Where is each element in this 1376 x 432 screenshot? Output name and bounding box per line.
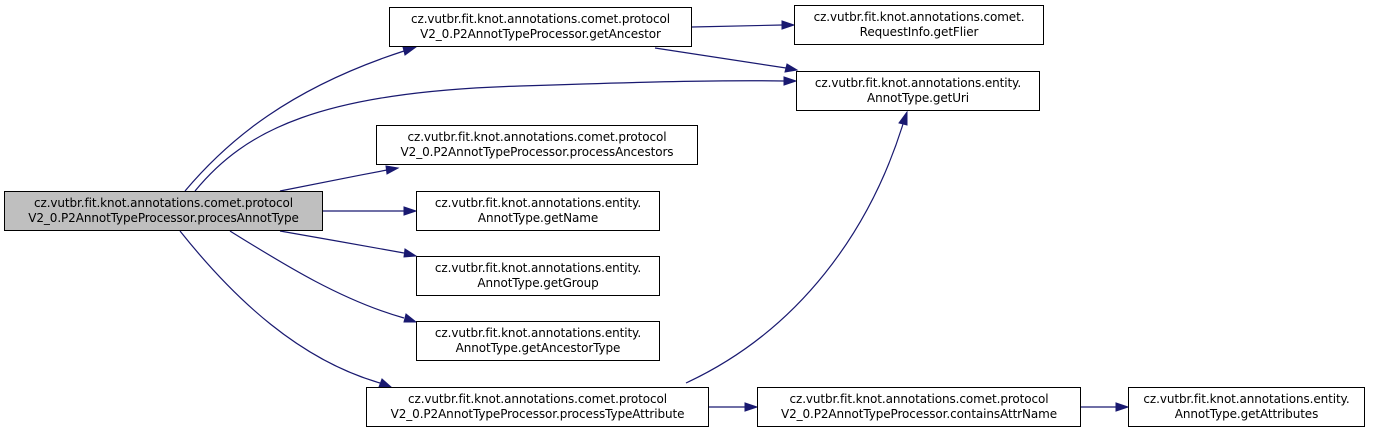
node-label-line2: AnnotType.getGroup xyxy=(477,276,599,290)
arrowhead xyxy=(1115,402,1130,412)
node-label-line1: cz.vutbr.fit.knot.annotations.entity. xyxy=(814,76,1022,90)
node-label-line2: AnnotType.getUri xyxy=(867,91,969,105)
edge-procesAnnotType-getAncestor xyxy=(184,50,405,192)
node-getAttributes[interactable]: cz.vutbr.fit.knot.annotations.entity. An… xyxy=(1128,387,1365,427)
node-getAncestor[interactable]: cz.vutbr.fit.knot.annotations.comet.prot… xyxy=(389,7,692,47)
edge-getAncestor-getFlier xyxy=(691,24,783,28)
node-label-line2: V2_0.P2AnnotTypeProcessor.processAncesto… xyxy=(400,145,674,159)
node-label-line2: V2_0.P2AnnotTypeProcessor.processTypeAtt… xyxy=(390,407,685,421)
node-getName[interactable]: cz.vutbr.fit.knot.annotations.entity. An… xyxy=(416,191,660,231)
node-label-line1: cz.vutbr.fit.knot.annotations.comet.prot… xyxy=(407,130,667,144)
edge-getAncestor-getUri xyxy=(654,47,787,69)
edge-procesAnnotType-getUri xyxy=(194,80,785,192)
arrowhead xyxy=(781,20,796,30)
node-processAncestors[interactable]: cz.vutbr.fit.knot.annotations.comet.prot… xyxy=(376,125,698,165)
arrowhead xyxy=(744,402,759,412)
node-label-line2: RequestInfo.getFlier xyxy=(859,25,979,39)
node-processTypeAttribute[interactable]: cz.vutbr.fit.knot.annotations.comet.prot… xyxy=(366,387,709,427)
node-containsAttrName[interactable]: cz.vutbr.fit.knot.annotations.comet.prot… xyxy=(757,387,1081,427)
node-label-line1: cz.vutbr.fit.knot.annotations.comet.prot… xyxy=(411,12,670,26)
node-getGroup[interactable]: cz.vutbr.fit.knot.annotations.entity. An… xyxy=(416,256,660,296)
edge-procesAnnotType-processAncestors xyxy=(279,169,388,192)
arrowhead xyxy=(403,206,418,216)
node-label-line2: V2_0.P2AnnotTypeProcessor.containsAttrNa… xyxy=(780,407,1058,421)
node-label-line1: cz.vutbr.fit.knot.annotations.entity. xyxy=(1143,392,1350,406)
edge-procesAnnotType-getGroup xyxy=(279,230,405,254)
node-label-line2: AnnotType.getAncestorType xyxy=(455,341,621,355)
arrowhead xyxy=(783,76,798,86)
node-label-line1: cz.vutbr.fit.knot.annotations.comet.prot… xyxy=(34,196,293,210)
arrowhead xyxy=(378,378,393,388)
node-label-line2: AnnotType.getAttributes xyxy=(1174,407,1319,421)
node-getUri[interactable]: cz.vutbr.fit.knot.annotations.entity. An… xyxy=(796,71,1040,111)
arrowhead xyxy=(403,248,418,258)
edge-procesAnnotType-getAncestorType xyxy=(229,230,405,319)
node-label-line1: cz.vutbr.fit.knot.annotations.comet. xyxy=(813,10,1025,24)
node-label-line2: V2_0.P2AnnotTypeProcessor.getAncestor xyxy=(420,27,661,41)
node-label-line2: AnnotType.getName xyxy=(477,211,599,225)
node-label-line1: cz.vutbr.fit.knot.annotations.entity. xyxy=(434,261,642,275)
node-label-line1: cz.vutbr.fit.knot.annotations.comet.prot… xyxy=(408,392,667,406)
arrowhead xyxy=(898,110,908,126)
node-getAncestorType[interactable]: cz.vutbr.fit.knot.annotations.entity. An… xyxy=(416,321,660,361)
node-label-line1: cz.vutbr.fit.knot.annotations.entity. xyxy=(434,326,642,340)
arrowhead xyxy=(403,313,418,323)
node-label-line1: cz.vutbr.fit.knot.annotations.comet.prot… xyxy=(789,392,1049,406)
edge-procesAnnotType-processTypeAttribute xyxy=(179,230,381,384)
node-label-line1: cz.vutbr.fit.knot.annotations.entity. xyxy=(434,196,642,210)
edge-processTypeAttribute-getUri xyxy=(685,123,904,384)
arrowhead xyxy=(784,63,799,73)
arrowhead xyxy=(402,46,418,56)
arrowhead xyxy=(385,165,400,175)
node-label-line2: V2_0.P2AnnotTypeProcessor.procesAnnotTyp… xyxy=(28,211,299,225)
node-procesAnnotType[interactable]: cz.vutbr.fit.knot.annotations.comet.prot… xyxy=(4,191,323,231)
node-getFlier[interactable]: cz.vutbr.fit.knot.annotations.comet. Req… xyxy=(794,5,1044,45)
